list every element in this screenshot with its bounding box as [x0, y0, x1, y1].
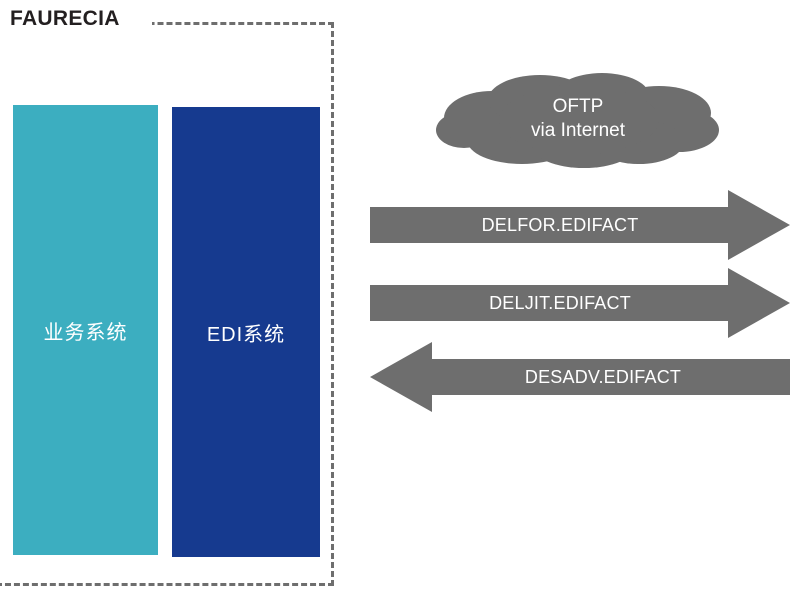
- arrow-right-icon: [370, 268, 790, 338]
- edi-system-label: EDI系统: [206, 323, 286, 346]
- flow-arrow-desadv[interactable]: DESADV.EDIFACT: [370, 342, 790, 412]
- arrow-right-icon: [370, 190, 790, 260]
- arrow-left-icon: [370, 342, 790, 412]
- business-system-label: 业务系统: [43, 321, 128, 344]
- business-system-box[interactable]: 业务系统: [13, 105, 158, 555]
- oftp-cloud[interactable]: OFTP via Internet: [434, 70, 722, 168]
- page-title: FAURECIA: [10, 7, 120, 30]
- title-dash-gap: [0, 14, 152, 32]
- flow-arrow-deljit[interactable]: DELJIT.EDIFACT: [370, 268, 790, 338]
- flow-arrow-delfor[interactable]: DELFOR.EDIFACT: [370, 190, 790, 260]
- cloud-icon: [436, 73, 719, 168]
- edi-system-box[interactable]: EDI系统: [172, 107, 320, 557]
